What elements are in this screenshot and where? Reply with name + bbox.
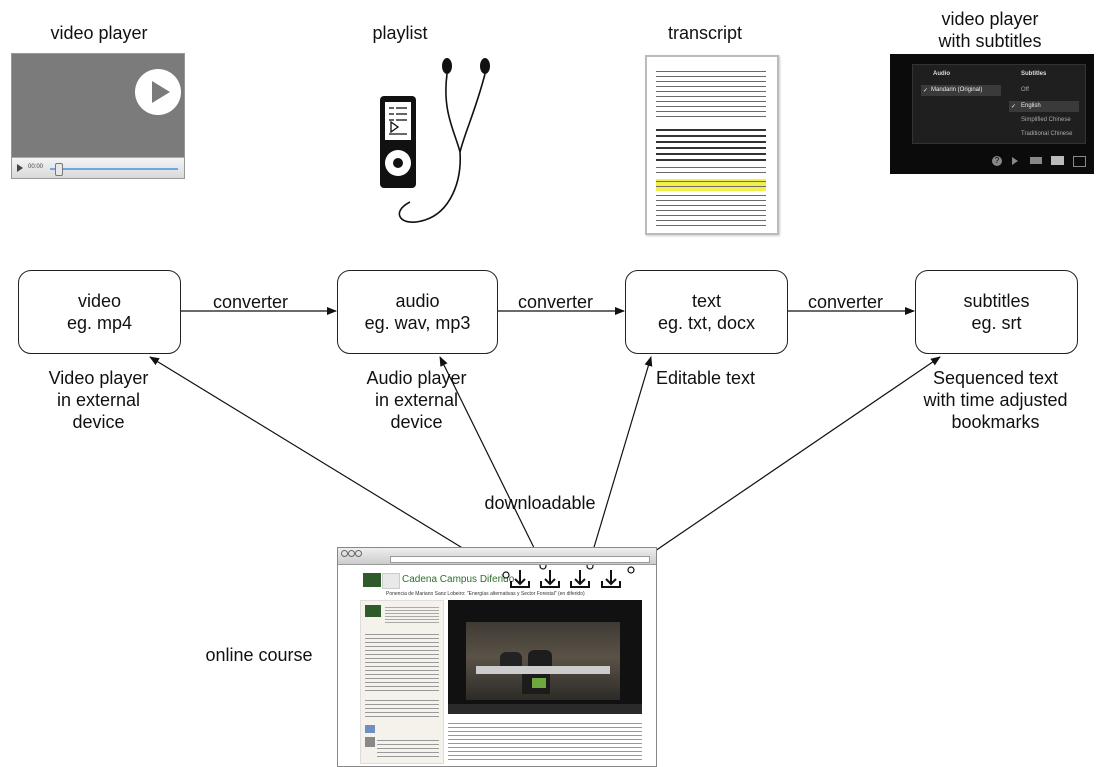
online-course-screenshot: Cadena Campus Diferido Ponencia de Maria… — [337, 547, 657, 767]
embedded-video-controls — [448, 704, 642, 714]
caption-subtitles-line2: with time adjusted — [923, 390, 1068, 410]
caption-audio: Audio player in external device — [337, 367, 496, 433]
address-bar[interactable] — [390, 556, 650, 563]
subtitles-header: Subtitles — [1021, 71, 1047, 77]
audio-option-row[interactable]: ✓ Mandarin (Original) — [921, 85, 1001, 96]
node-subtitles: subtitles eg. srt — [915, 270, 1078, 354]
mp3-player-illustration — [380, 58, 490, 223]
subtitles-player-thumbnail: Audio ✓ Mandarin (Original) Subtitles Of… — [890, 54, 1094, 174]
caption-text-line1: Editable text — [655, 368, 756, 388]
subtitles-player-title-line2: with subtitles — [938, 31, 1042, 51]
node-audio-format: eg. wav, mp3 — [364, 313, 471, 333]
node-video: video eg. mp4 — [18, 270, 181, 354]
page-subtitle: Ponencia de Mariano Sanz Lobeiro: "Energ… — [386, 591, 585, 597]
node-video-format: eg. mp4 — [66, 313, 133, 333]
download-icon-video — [510, 570, 530, 588]
caption-subtitles: Sequenced text with time adjusted bookma… — [905, 367, 1086, 433]
node-audio-title: audio — [395, 291, 440, 311]
right-earbud — [480, 58, 490, 74]
node-subtitles-title: subtitles — [963, 291, 1030, 311]
chapters-icon[interactable] — [1030, 157, 1042, 164]
arrow-download-text — [588, 356, 653, 565]
subtitle-option-off[interactable]: Off — [1021, 87, 1029, 93]
edge-label-converter-2: converter — [518, 292, 594, 312]
caption-video: Video player in external device — [18, 367, 179, 433]
subtitles-player-title-line1: video player — [941, 9, 1039, 29]
node-text: text eg. txt, docx — [625, 270, 788, 354]
subtitle-option-english: English — [1021, 103, 1041, 109]
audio-header: Audio — [933, 71, 950, 77]
video-description — [448, 720, 642, 762]
help-icon[interactable]: ? — [992, 156, 1002, 166]
transcript-text-block-1 — [656, 69, 766, 121]
download-icon-audio — [540, 570, 560, 588]
video-control-bar: 00:00 — [12, 157, 184, 178]
embedded-video[interactable] — [448, 600, 642, 714]
caption-video-line1: Video player — [48, 368, 149, 388]
node-subtitles-format: eg. srt — [971, 313, 1022, 333]
seek-track — [50, 168, 178, 170]
caption-audio-line3: device — [390, 412, 443, 432]
arrow-download-video — [149, 356, 506, 575]
caption-subtitles-line3: bookmarks — [951, 412, 1040, 432]
subtitle-player-controls: ? — [890, 148, 1094, 174]
online-course-label: online course — [205, 645, 313, 665]
video-frame — [466, 622, 620, 700]
playlist-play-icon — [390, 120, 400, 134]
download-icon-subtitles — [601, 570, 621, 588]
node-audio: audio eg. wav, mp3 — [337, 270, 498, 354]
node-text-format: eg. txt, docx — [657, 313, 756, 333]
subtitle-menu: Audio ✓ Mandarin (Original) Subtitles Of… — [912, 64, 1086, 144]
transcript-text-block-3 — [656, 165, 766, 175]
video-time: 00:00 — [28, 164, 44, 170]
subtitle-option-traditional[interactable]: Traditional Chinese — [1021, 131, 1073, 137]
downloadable-label: downloadable — [484, 493, 596, 513]
subtitles-icon[interactable] — [1051, 156, 1064, 165]
audio-option: Mandarin (Original) — [931, 87, 983, 93]
caption-audio-line1: Audio player — [366, 368, 467, 388]
video-player-thumbnail: 00:00 — [11, 53, 185, 179]
arrow-download-subtitles — [629, 356, 941, 569]
transcript-text-block-2 — [656, 127, 766, 163]
caption-text: Editable text — [625, 367, 786, 389]
site-logo-2 — [382, 573, 400, 589]
video-player-title: video player — [50, 23, 148, 43]
play-icon — [135, 69, 181, 115]
left-sidebar — [360, 600, 444, 764]
edge-label-converter-1: converter — [213, 292, 289, 312]
caption-audio-line2: in external — [374, 390, 459, 410]
download-icons — [502, 565, 635, 588]
subtitles-player-title: video player with subtitles — [900, 8, 1080, 52]
caption-video-line3: device — [72, 412, 125, 432]
subtitle-option-english-row[interactable]: ✓ English — [1009, 101, 1079, 112]
arrow-download-audio — [439, 356, 543, 565]
fullscreen-icon[interactable] — [1073, 156, 1086, 167]
transcript-text-block-4 — [656, 193, 766, 227]
site-logo — [363, 573, 381, 587]
caption-subtitles-line1: Sequenced text — [932, 368, 1059, 388]
small-play-icon — [17, 164, 23, 172]
next-icon[interactable] — [1012, 157, 1018, 165]
transcript-page — [645, 55, 779, 235]
subtitle-option-simplified[interactable]: Simplified Chinese — [1021, 117, 1071, 123]
caption-video-line2: in external — [56, 390, 141, 410]
seek-handle — [55, 163, 63, 176]
transcript-title: transcript — [667, 23, 743, 43]
edge-label-converter-3: converter — [808, 292, 884, 312]
left-earbud — [442, 58, 452, 74]
browser-toolbar — [338, 548, 656, 565]
playlist-title: playlist — [372, 23, 428, 43]
node-text-title: text — [691, 291, 721, 311]
transcript-highlight — [656, 179, 766, 191]
download-icon-text — [570, 570, 590, 588]
site-title: Cadena Campus Diferido — [402, 574, 515, 585]
node-video-title: video — [77, 291, 122, 311]
